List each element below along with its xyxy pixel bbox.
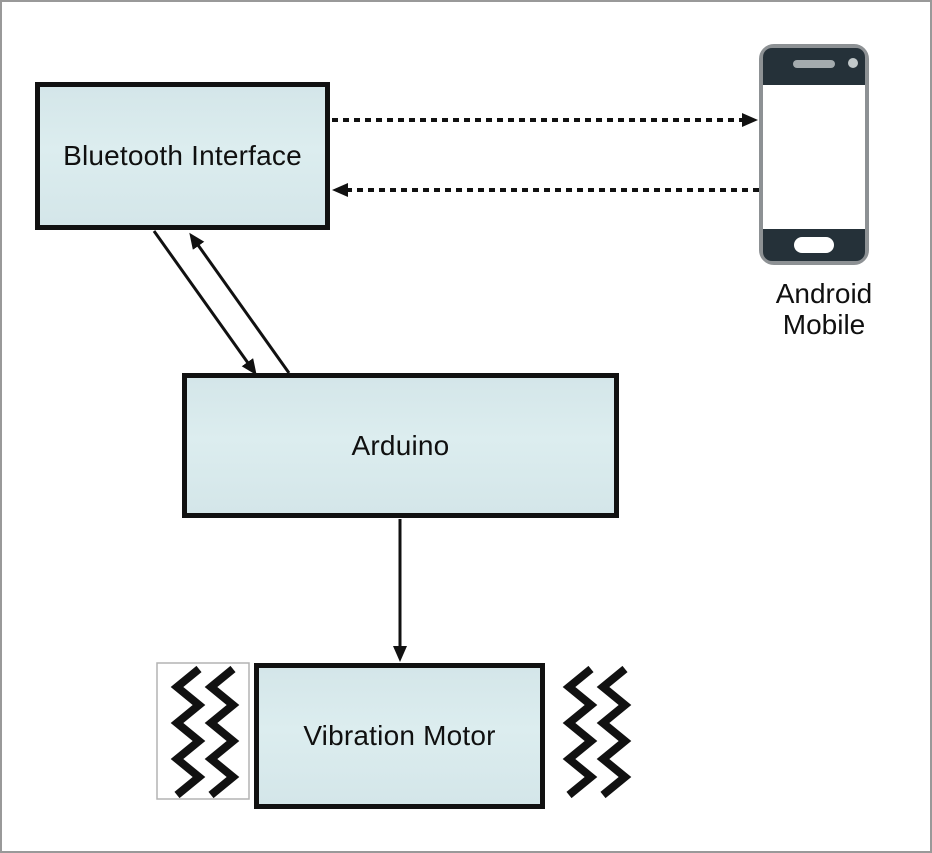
phone-home-button-icon: [794, 237, 834, 253]
vibration-waves-right: [562, 665, 632, 799]
android-mobile-label: Android Mobile: [736, 278, 912, 340]
phone-camera-icon: [848, 58, 858, 68]
phone-bottom-band: [763, 229, 865, 261]
arrow-arduino-to-bluetooth: [189, 232, 291, 374]
node-vibration-motor: Vibration Motor: [254, 663, 545, 809]
android-mobile-label-line2: Mobile: [782, 309, 866, 340]
android-mobile-label-line1: Android: [775, 278, 873, 309]
node-bluetooth-interface-label: Bluetooth Interface: [63, 140, 302, 171]
zigzag-icon: [204, 665, 240, 799]
node-arduino-label: Arduino: [351, 429, 450, 461]
node-bluetooth-interface: Bluetooth Interface: [35, 82, 330, 230]
android-phone-icon: [759, 44, 869, 265]
vibration-waves-left: [156, 662, 250, 800]
zigzag-icon: [170, 665, 206, 799]
phone-top-band: [763, 48, 865, 85]
phone-speaker-icon: [793, 60, 835, 68]
node-vibration-motor-label: Vibration Motor: [303, 720, 496, 751]
zigzag-icon: [562, 665, 598, 799]
zigzag-icon: [596, 665, 632, 799]
node-arduino: Arduino: [182, 373, 619, 518]
arrow-bluetooth-to-arduino: [152, 230, 257, 376]
